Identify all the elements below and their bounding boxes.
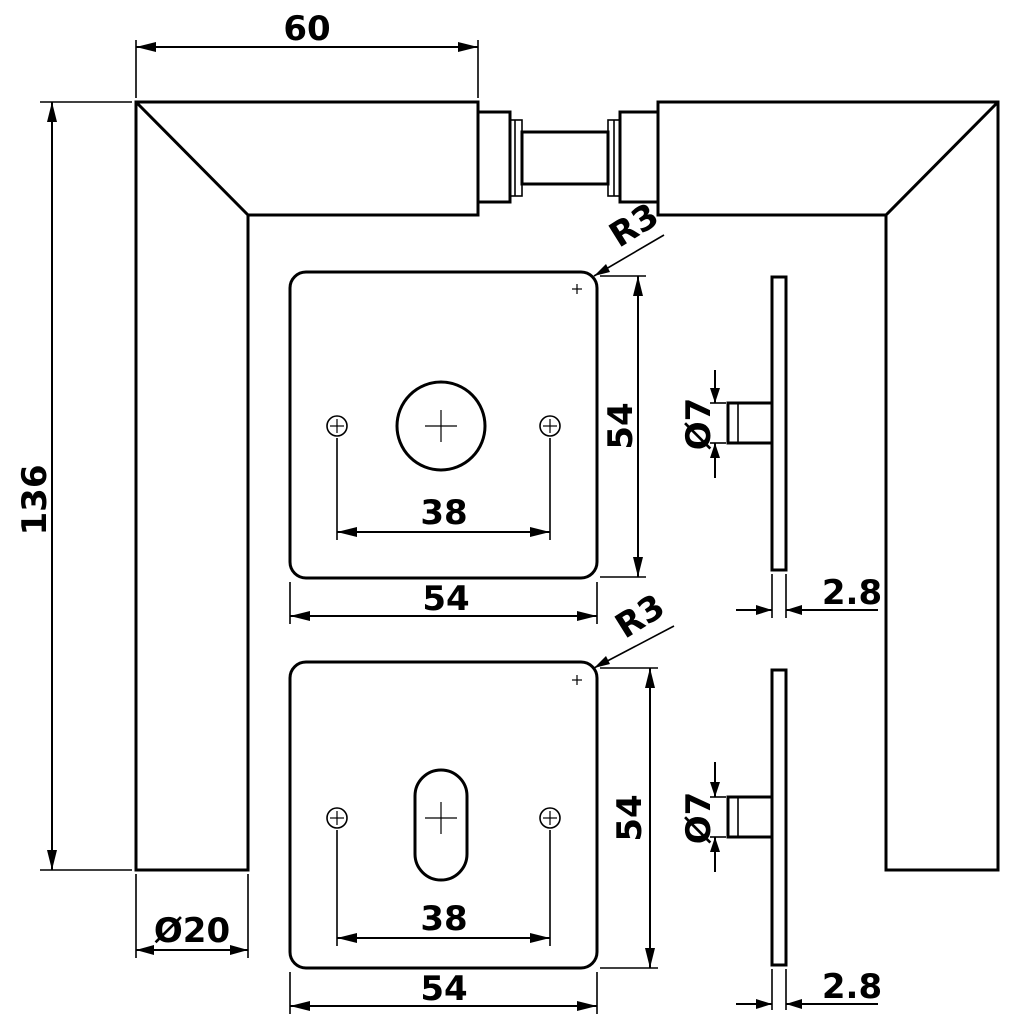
dimension-label-plate-thickness-bottom: 2.8 xyxy=(822,967,882,1007)
dimension-label-screw-spacing-bottom: 38 xyxy=(420,899,467,939)
dimension-screw-spacing-top: 38 xyxy=(336,438,551,540)
dimension-screw-spacing-bottom: 38 xyxy=(336,830,551,946)
screw-hole-right xyxy=(539,807,561,829)
screw-hole-left xyxy=(326,415,348,437)
dimension-rose-width-top: 54 xyxy=(289,579,598,624)
dimension-label-rose-radius-top: R3 xyxy=(602,196,665,256)
rose-side-view-top xyxy=(726,275,788,572)
rose-side-view-bottom xyxy=(726,668,788,967)
spindle-connector xyxy=(476,110,660,204)
dimension-label-handle-length: 60 xyxy=(283,9,330,49)
dimension-rose-radius-bottom: R3 xyxy=(593,587,675,669)
dimension-plate-thickness-bottom: 2.8 xyxy=(736,967,882,1010)
dimension-spindle-diameter-bottom: Ø7 xyxy=(679,762,726,872)
dimension-label-rose-width-top: 54 xyxy=(422,579,469,619)
right-lever-handle xyxy=(656,100,1000,872)
dimension-handle-height: 136 xyxy=(15,101,132,871)
dimension-label-rose-height-bottom: 54 xyxy=(610,794,650,841)
dimension-label-rose-radius-bottom: R3 xyxy=(608,587,671,647)
dimension-spindle-diameter-top: Ø7 xyxy=(679,370,726,478)
dimension-plate-thickness-top: 2.8 xyxy=(736,573,882,618)
dimension-rose-width-bottom: 54 xyxy=(289,969,598,1014)
left-lever-handle xyxy=(134,100,480,872)
dimension-label-spindle-diameter-bottom: Ø7 xyxy=(679,792,719,845)
screw-hole-right xyxy=(539,415,561,437)
dimension-handle-length: 60 xyxy=(135,9,479,98)
dimension-label-handle-height: 136 xyxy=(15,465,55,536)
dimension-label-spindle-diameter-top: Ø7 xyxy=(679,398,719,451)
screw-hole-left xyxy=(326,807,348,829)
dimension-label-rose-width-bottom: 54 xyxy=(420,969,467,1009)
dimension-rose-radius-top: R3 xyxy=(593,196,666,277)
dimension-label-screw-spacing-top: 38 xyxy=(420,493,467,533)
dimension-rose-height-top: 54 xyxy=(600,275,646,578)
dimension-handle-diameter: Ø20 xyxy=(135,874,249,958)
dimension-label-plate-thickness-top: 2.8 xyxy=(822,573,882,613)
rose-plate-slot xyxy=(288,660,599,970)
dimension-rose-height-bottom: 54 xyxy=(600,667,658,969)
dimension-label-handle-diameter: Ø20 xyxy=(154,911,230,951)
dimension-label-rose-height-top: 54 xyxy=(601,402,641,449)
rose-plate-round xyxy=(288,270,599,580)
